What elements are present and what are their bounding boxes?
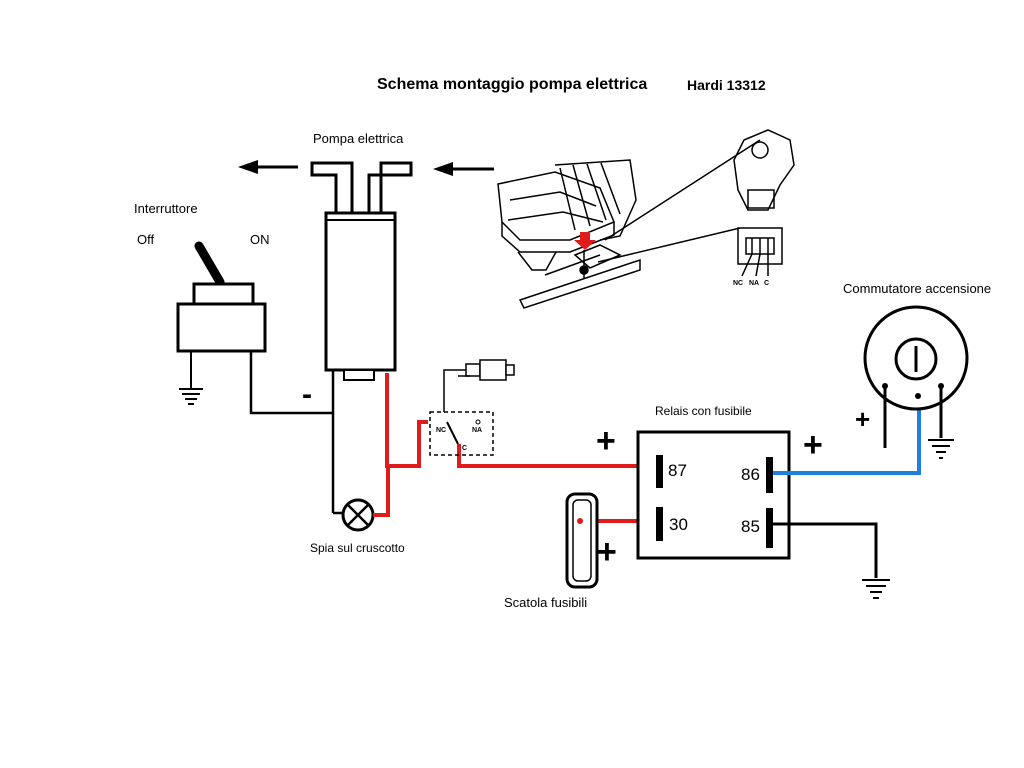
relay-pin-85-label: 85 xyxy=(741,517,760,536)
contact-nc: NC xyxy=(436,427,446,434)
switch-off-label: Off xyxy=(137,232,154,247)
relay-pin-86 xyxy=(766,457,773,493)
ground-symbol-ignition xyxy=(928,439,954,459)
minus-sign: - xyxy=(302,378,312,411)
seat-sensor-connector xyxy=(443,359,515,412)
relay-label: Relais con fusibile xyxy=(655,404,752,418)
relay-box xyxy=(636,430,791,560)
ground-symbol-switch xyxy=(179,351,203,405)
relay-pin-87-label: 87 xyxy=(668,461,687,480)
pump-label: Pompa elettrica xyxy=(313,131,404,146)
flow-arrow-in xyxy=(433,162,494,176)
ground-symbol-relay xyxy=(862,579,890,599)
pump-base xyxy=(343,369,375,381)
fusebox-label: Scatola fusibili xyxy=(504,595,587,610)
flow-arrow-out xyxy=(238,160,298,174)
connector-nc: NC xyxy=(733,280,743,287)
wire-blue-ignition xyxy=(773,395,921,475)
ignition-label: Commutatore accensione xyxy=(843,281,991,296)
pump-body xyxy=(324,211,397,372)
plus-sign-87: + xyxy=(596,422,616,460)
switch-label: Interruttore xyxy=(134,201,198,216)
seat-illustration xyxy=(497,139,761,309)
relay-pin-30 xyxy=(656,507,663,541)
connector-c: C xyxy=(764,280,769,287)
relay-pin-86-label: 86 xyxy=(741,465,760,484)
contact-na: NA xyxy=(472,427,482,434)
wire-black-pump xyxy=(249,351,342,515)
wire-red-pump xyxy=(373,373,428,517)
fuse-box xyxy=(565,492,599,589)
diagram-title: Schema montaggio pompa elettrica xyxy=(377,76,647,93)
switch-on-label: ON xyxy=(250,232,270,247)
connector-detail xyxy=(733,129,795,277)
lamp-label: Spia sul cruscotto xyxy=(310,541,405,555)
wire-red-relay87 xyxy=(457,444,640,468)
toggle-switch xyxy=(176,241,267,353)
ignition-switch xyxy=(863,305,969,411)
plus-sign-86: + xyxy=(803,426,823,464)
seat-sensor-arrow xyxy=(574,232,596,250)
relay-pin-85 xyxy=(766,508,773,548)
wire-black-85 xyxy=(773,522,878,578)
contact-c: C xyxy=(462,445,467,452)
diagram-code: Hardi 13312 xyxy=(687,77,766,93)
relay-pin-87 xyxy=(656,455,663,488)
connector-na: NA xyxy=(749,280,759,287)
plus-sign-ignition: + xyxy=(855,404,870,434)
fuse-terminal xyxy=(577,518,583,524)
relay-pin-30-label: 30 xyxy=(669,515,688,534)
seat-switch: NC NA C xyxy=(429,411,494,456)
dashboard-lamp xyxy=(341,498,375,532)
plus-sign-fuse: + xyxy=(597,533,617,571)
pump-fittings xyxy=(310,161,413,213)
